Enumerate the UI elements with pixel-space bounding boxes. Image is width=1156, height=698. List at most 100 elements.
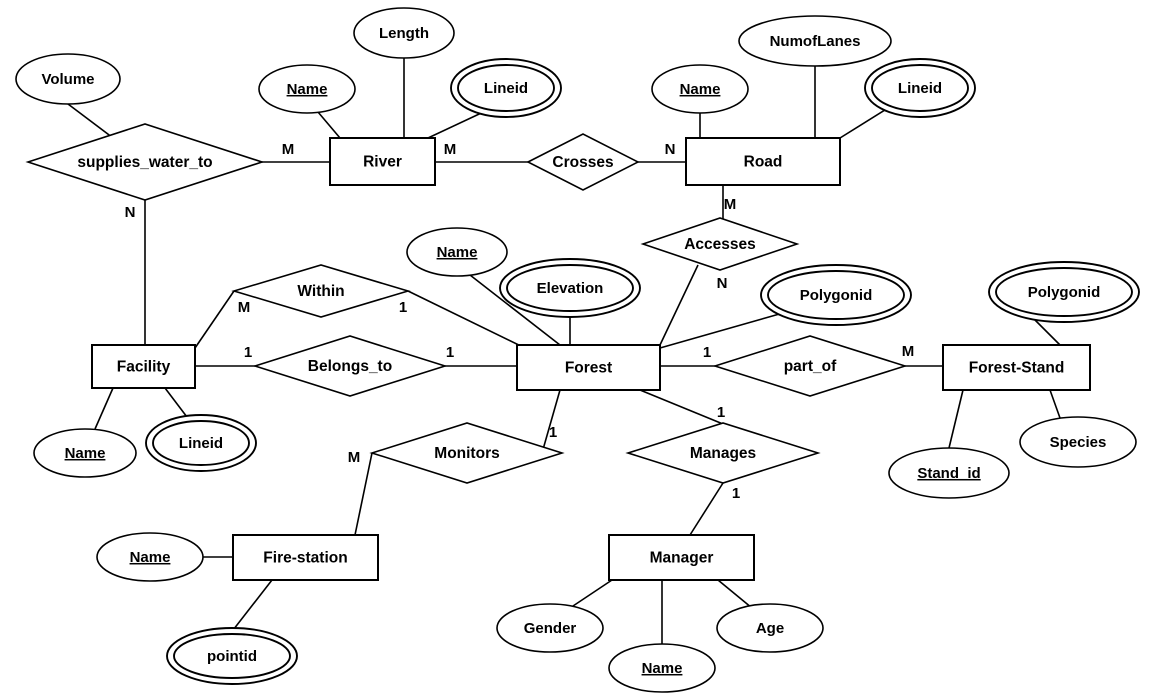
cardinality-supplies-water-to-facility: N	[125, 204, 136, 221]
entity-fire_station[interactable]: Fire-station	[232, 534, 379, 581]
attribute-label: Lineid	[898, 80, 942, 97]
entity-manager[interactable]: Manager	[608, 534, 755, 581]
manager-to-age	[717, 579, 753, 609]
manages-to-manager	[689, 482, 724, 536]
attribute-forest_name[interactable]: Name	[406, 227, 508, 277]
multivalued-inner-ellipse	[457, 64, 555, 112]
attribute-stand_species[interactable]: Species	[1019, 416, 1137, 468]
attribute-label: Elevation	[537, 280, 604, 297]
cardinality-facility-belongs-to: 1	[244, 344, 252, 361]
cardinality-accesses-forest: N	[717, 275, 728, 292]
entity-forest_stand[interactable]: Forest-Stand	[942, 344, 1091, 391]
attribute-stand_id[interactable]: Stand_id	[888, 447, 1010, 499]
multivalued-inner-ellipse	[152, 420, 250, 466]
attribute-forest_polygonid[interactable]: Polygonid	[760, 264, 912, 326]
attribute-label: NumofLanes	[770, 33, 861, 50]
relationship-accesses[interactable]: Accesses	[640, 217, 800, 271]
attribute-road_lineid[interactable]: Lineid	[864, 58, 976, 118]
entity-label: River	[363, 154, 402, 171]
attribute-ellipse-shape	[738, 15, 892, 67]
entity-road[interactable]: Road	[685, 137, 841, 186]
relationship-diamond-shape	[369, 422, 565, 484]
attribute-firestation_point[interactable]: pointid	[166, 627, 298, 685]
entity-box-shape	[91, 344, 196, 389]
facility-to-within	[194, 290, 235, 349]
entity-box-shape	[232, 534, 379, 581]
attribute-stand_polygonid[interactable]: Polygonid	[988, 261, 1140, 323]
attribute-ellipse-shape	[1019, 416, 1137, 468]
relationship-crosses[interactable]: Crosses	[526, 133, 640, 191]
attribute-label: Length	[379, 25, 429, 42]
attribute-label: Lineid	[179, 435, 223, 452]
entity-label: Forest	[565, 360, 612, 377]
entity-label: Manager	[650, 550, 714, 567]
entity-label: Facility	[117, 359, 171, 376]
forest-stand-to-species	[1049, 389, 1061, 419]
relationship-label: Monitors	[434, 445, 499, 462]
key-attribute-label: Name	[130, 549, 171, 566]
attribute-label: Age	[756, 620, 784, 637]
within-to-forest	[407, 290, 526, 349]
attribute-ellipse-shape	[608, 643, 716, 693]
relationship-label: Manages	[690, 445, 756, 462]
entity-river[interactable]: River	[329, 137, 436, 186]
forest-to-manages	[639, 389, 724, 425]
relationship-diamond-shape	[640, 217, 800, 271]
entity-box-shape	[608, 534, 755, 581]
attribute-ellipse-shape	[496, 603, 604, 653]
forest-name-to-forest	[469, 274, 561, 346]
relationship-monitors[interactable]: Monitors	[369, 422, 565, 484]
facility-to-name	[94, 387, 114, 430]
attribute-label: Polygonid	[1028, 284, 1101, 301]
attribute-ellipse-shape	[888, 447, 1010, 499]
attribute-label: Gender	[524, 620, 577, 637]
multivalued-inner-ellipse	[173, 633, 291, 679]
attribute-river_name[interactable]: Name	[258, 64, 356, 114]
cardinality-within-forest: 1	[399, 299, 407, 316]
attribute-river_lineid[interactable]: Lineid	[450, 58, 562, 118]
relationship-part_of[interactable]: part_of	[712, 335, 908, 397]
attribute-label: Polygonid	[800, 287, 873, 304]
attribute-volume[interactable]: Volume	[15, 53, 121, 105]
attribute-manager_name[interactable]: Name	[608, 643, 716, 693]
attribute-forest_elevation[interactable]: Elevation	[499, 258, 641, 318]
relationship-manages[interactable]: Manages	[625, 422, 821, 484]
multivalued-inner-ellipse	[506, 264, 634, 312]
relationship-label: supplies_water_to	[77, 154, 212, 171]
entity-box-shape	[329, 137, 436, 186]
entity-forest[interactable]: Forest	[516, 344, 661, 391]
attribute-facility_name[interactable]: Name	[33, 428, 137, 478]
cardinality-forest-part-of: 1	[703, 344, 711, 361]
key-attribute-label: Name	[437, 244, 478, 261]
multivalued-inner-ellipse	[767, 270, 905, 320]
attribute-facility_lineid[interactable]: Lineid	[145, 414, 257, 472]
entity-box-shape	[685, 137, 841, 186]
entity-box-shape	[942, 344, 1091, 391]
attribute-manager_gender[interactable]: Gender	[496, 603, 604, 653]
entity-facility[interactable]: Facility	[91, 344, 196, 389]
relationship-label: Accesses	[684, 236, 756, 253]
cardinality-facility-within: M	[238, 299, 251, 316]
attribute-label: Species	[1050, 434, 1107, 451]
relationship-diamond-shape	[526, 133, 640, 191]
attribute-ellipse-shape	[716, 603, 824, 653]
attribute-ellipse-shape	[406, 227, 508, 277]
attribute-road_numoflanes[interactable]: NumofLanes	[738, 15, 892, 67]
relationship-supplies_water_to[interactable]: supplies_water_to	[25, 123, 265, 201]
entity-label: Road	[744, 154, 783, 171]
relationship-diamond-shape	[712, 335, 908, 397]
relationship-label: Belongs_to	[308, 358, 392, 375]
attribute-road_name[interactable]: Name	[651, 64, 749, 114]
relationship-within[interactable]: Within	[231, 264, 411, 318]
cardinality-forest-manages: 1	[717, 404, 725, 421]
relationship-belongs_to[interactable]: Belongs_to	[252, 335, 448, 397]
attribute-firestation_name[interactable]: Name	[96, 532, 204, 582]
cardinality-monitors-fire-station: M	[348, 449, 361, 466]
forest-to-monitors	[541, 389, 561, 454]
cardinality-belongs-to-forest: 1	[446, 344, 454, 361]
relationship-diamond-shape	[231, 264, 411, 318]
forest-polygonid-to-forest	[659, 310, 791, 349]
attribute-river_length[interactable]: Length	[353, 7, 455, 59]
attribute-manager_age[interactable]: Age	[716, 603, 824, 653]
